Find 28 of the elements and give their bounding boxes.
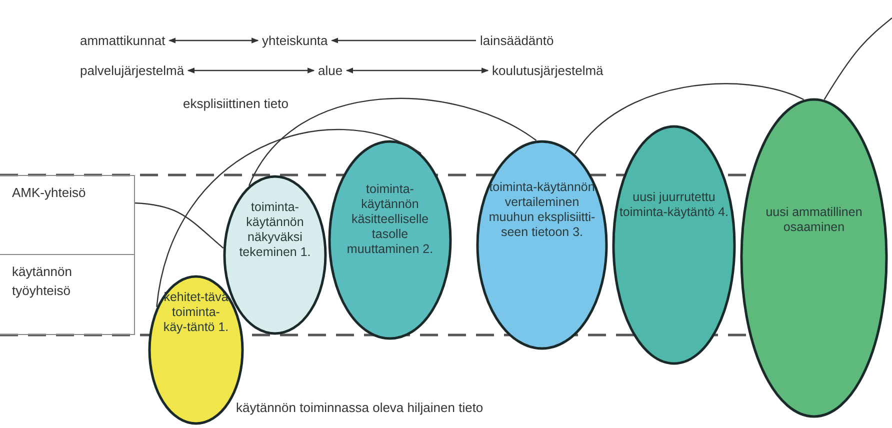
curved-line: [156, 129, 422, 308]
band-label: käytännön työyhteisö: [0, 255, 135, 335]
stage-ellipse: [328, 140, 452, 340]
stage-label: toiminta-käytännön näkyväksi tekeminen 1.: [238, 200, 312, 260]
band-label: AMK-yhteisö: [0, 175, 135, 255]
curved-line: [248, 98, 537, 186]
stage-label: toiminta-käytännön käsitteelliselle tasolle muuttaminen 2.: [346, 182, 434, 257]
curved-line: [574, 83, 804, 154]
stage-label: uusi juurrutettu toiminta-käytäntö 4.: [618, 190, 730, 220]
arrow: [168, 38, 259, 44]
concept-text: palvelujärjestelmä: [80, 63, 184, 78]
concept-text: koulutusjärjestelmä: [492, 63, 604, 78]
arrow: [187, 68, 315, 74]
arrow: [346, 68, 489, 74]
text-label: eksplisiittinen tieto: [183, 96, 288, 111]
stage-ellipse: [612, 125, 736, 365]
curved-line: [824, 18, 892, 100]
arrow: [331, 38, 476, 44]
curved-line: [134, 202, 224, 248]
concept-text: lainsäädäntö: [480, 33, 554, 48]
concept-text: yhteiskunta: [262, 33, 328, 48]
text-label: käytännön toiminnassa oleva hiljainen tieto: [236, 400, 484, 415]
concept-text: ammattikunnat: [80, 33, 166, 48]
stage-label: uusi ammatillinen osaaminen: [764, 205, 864, 235]
stage-ellipse: [740, 98, 888, 418]
stage-label: toiminta-käytännön vertaileminen muuhun eksplisiitti-seen tietoon 3.: [488, 180, 596, 240]
stage-ellipse: [476, 140, 608, 350]
concept-text: alue: [318, 63, 343, 78]
